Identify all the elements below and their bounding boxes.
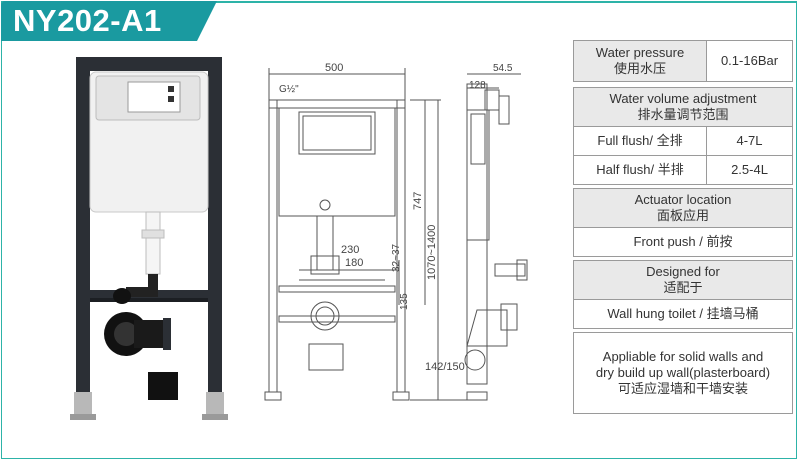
frame-left-upright: [76, 57, 90, 397]
right-foot: [206, 392, 224, 416]
actuator-value: Front push / 前按: [573, 227, 793, 257]
frame-top-bar: [76, 57, 222, 71]
water-pressure-label: Water pressure 使用水压: [573, 40, 707, 82]
drain-pipe: [148, 372, 178, 400]
dim-747: 747: [412, 192, 424, 210]
dim-32-37: 32~37: [391, 243, 402, 272]
title-tab: NY202-A1: [1, 1, 217, 41]
designed-value: Wall hung toilet / 挂墙马桶: [573, 299, 793, 329]
dim-230: 230: [341, 244, 359, 256]
full-flush-value: 4-7L: [706, 126, 793, 156]
spec-table: Water pressure 使用水压 0.1-16Bar Water volu…: [573, 40, 793, 414]
spec-row-designed-value: Wall hung toilet / 挂墙马桶: [573, 299, 793, 329]
dim-142-150: 142/150: [425, 361, 465, 373]
technical-drawing: 500 G½" 54.5 128 230 180 142/150 747 107…: [264, 62, 528, 401]
dim-500: 500: [325, 62, 343, 74]
applicable-note: Appliable for solid walls and dry build …: [573, 332, 793, 414]
left-foot: [74, 392, 92, 416]
dim-180: 180: [345, 257, 363, 269]
flush-pipe: [145, 211, 161, 275]
half-flush-value: 2.5-4L: [706, 155, 793, 185]
spec-row-half-flush: Half flush/ 半排 2.5-4L: [573, 155, 793, 185]
spec-row-full-flush: Full flush/ 全排 4-7L: [573, 126, 793, 156]
spec-row-water-volume: Water volume adjustment 排水量调节范围: [573, 87, 793, 127]
dim-1070-1400: 1070~1400: [426, 225, 438, 280]
dim-128: 128: [469, 80, 486, 91]
designed-heading: Designed for 适配于: [573, 260, 793, 300]
dim-54-5: 54.5: [493, 63, 513, 74]
actuator-heading: Actuator location 面板应用: [573, 188, 793, 228]
dim-135: 135: [399, 293, 410, 310]
spec-row-applicable: Appliable for solid walls and dry build …: [573, 332, 793, 414]
spec-row-actuator-value: Front push / 前按: [573, 227, 793, 257]
water-volume-heading: Water volume adjustment 排水量调节范围: [573, 87, 793, 127]
spec-row-water-pressure: Water pressure 使用水压 0.1-16Bar: [573, 40, 793, 82]
spec-row-designed: Designed for 适配于: [573, 260, 793, 300]
inlet-elbow: [113, 288, 131, 304]
frame-right-upright: [208, 57, 222, 397]
full-flush-label: Full flush/ 全排: [573, 126, 707, 156]
product-photo: [70, 57, 228, 420]
title-rule: [197, 1, 797, 3]
water-pressure-value: 0.1-16Bar: [706, 40, 793, 82]
dim-g12: G½": [279, 84, 299, 95]
half-flush-label: Half flush/ 半排: [573, 155, 707, 185]
product-title: NY202-A1: [13, 3, 162, 38]
spec-row-actuator: Actuator location 面板应用: [573, 188, 793, 228]
